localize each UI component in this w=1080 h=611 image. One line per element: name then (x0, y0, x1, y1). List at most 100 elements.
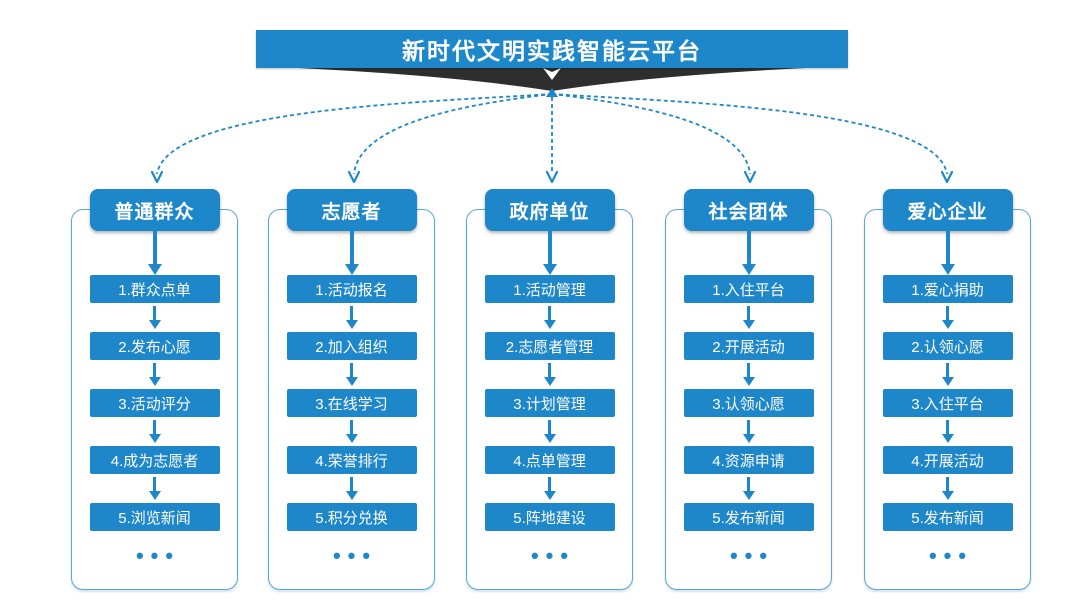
column-volunteers: 志愿者 1.活动报名 2.加入组织 3.在线学习 4.荣誉排行 5.积分兑换 •… (268, 189, 435, 590)
dashed-connector-2 (353, 93, 553, 175)
down-arrow-icon (543, 474, 556, 503)
down-arrow-icon (741, 231, 756, 275)
flow-step-label: 1.爱心捐助 (911, 281, 984, 299)
column-caring-enterprises: 爱心企业 1.爱心捐助 2.认领心愿 3.入住平台 4.开展活动 5.发布新闻 … (864, 189, 1031, 590)
flow-step: 2.认领心愿 (882, 332, 1013, 360)
dashed-connector-5 (551, 93, 948, 175)
flow-step-label: 2.志愿者管理 (505, 338, 594, 356)
flow-step-label: 1.入住平台 (712, 281, 785, 299)
down-arrow-icon (148, 417, 161, 446)
arrowhead-icon (940, 170, 954, 184)
flow-step: 5.浏览新闻 (89, 503, 220, 531)
ellipsis-dots: ••• (729, 543, 775, 568)
connector-layer (150, 66, 954, 184)
connector-arrowheads (150, 170, 954, 184)
down-arrow-icon (941, 360, 954, 389)
column-header-label: 政府单位 (509, 201, 590, 223)
flow-step-label: 3.入住平台 (911, 395, 984, 413)
down-arrow-icon (148, 360, 161, 389)
column-header-label: 爱心企业 (907, 201, 988, 223)
arrowhead-icon (545, 170, 559, 184)
down-arrow-icon (543, 417, 556, 446)
white-down-arrow-icon (543, 68, 561, 80)
flow-step-label: 4.荣誉排行 (315, 452, 388, 470)
dashed-connector-1 (156, 93, 553, 175)
flow-step-label: 1.活动报名 (315, 281, 388, 299)
down-arrow-icon (148, 303, 161, 332)
down-arrow-icon (148, 474, 161, 503)
ellipsis-dots: ••• (332, 543, 378, 568)
flow-step-label: 1.活动管理 (513, 281, 586, 299)
flow-step-label: 2.发布心愿 (118, 338, 191, 356)
down-arrow-icon (542, 231, 557, 275)
flow-step: 5.阵地建设 (484, 503, 615, 531)
down-arrow-icon (742, 417, 755, 446)
flow-step-label: 1.群众点单 (118, 281, 191, 299)
flow-step-label: 2.开展活动 (712, 338, 785, 356)
down-arrow-icon (345, 303, 358, 332)
down-arrow-icon (147, 231, 162, 275)
flow-step: 1.群众点单 (89, 275, 220, 303)
flow-step-label: 5.发布新闻 (712, 509, 785, 527)
column-header-label: 社会团体 (708, 201, 789, 223)
down-arrow-icon (344, 231, 359, 275)
flow-step-label: 3.在线学习 (315, 395, 388, 413)
flow-step: 1.活动管理 (484, 275, 615, 303)
down-arrow-icon (742, 360, 755, 389)
flow-step: 1.爱心捐助 (882, 275, 1013, 303)
flow-step-label: 3.活动评分 (118, 395, 191, 413)
flow-step: 4.成为志愿者 (89, 446, 220, 474)
down-arrow-icon (345, 474, 358, 503)
column-header: 爱心企业 (882, 189, 1013, 231)
flow-step-label: 2.认领心愿 (911, 338, 984, 356)
flow-step-label: 4.开展活动 (911, 452, 984, 470)
flow-step-label: 5.浏览新闻 (118, 509, 191, 527)
ellipsis-dots: ••• (928, 543, 974, 568)
flow-step: 4.开展活动 (882, 446, 1013, 474)
flow-step: 2.开展活动 (683, 332, 814, 360)
down-arrow-icon (941, 474, 954, 503)
column-header-label: 志愿者 (321, 201, 382, 223)
flow-step-label: 4.资源申请 (712, 452, 785, 470)
platform-title-banner: 新时代文明实践智能云平台 (256, 30, 848, 68)
ellipsis-dots: ••• (135, 543, 181, 568)
down-arrow-icon (941, 303, 954, 332)
flow-step: 2.发布心愿 (89, 332, 220, 360)
flow-step-label: 3.计划管理 (513, 395, 586, 413)
column-header: 社会团体 (683, 189, 814, 231)
flow-step: 5.积分兑换 (286, 503, 417, 531)
flow-step: 4.荣誉排行 (286, 446, 417, 474)
flow-step: 5.发布新闻 (882, 503, 1013, 531)
flow-step-label: 5.阵地建设 (513, 509, 586, 527)
platform-title: 新时代文明实践智能云平台 (402, 38, 702, 64)
flow-step-label: 5.积分兑换 (315, 509, 388, 527)
flow-step: 3.活动评分 (89, 389, 220, 417)
down-arrow-icon (941, 417, 954, 446)
down-arrow-icon (543, 303, 556, 332)
column-social-organizations: 社会团体 1.入住平台 2.开展活动 3.认领心愿 4.资源申请 5.发布新闻 … (665, 189, 832, 590)
flow-step-label: 2.加入组织 (315, 338, 388, 356)
column-government-units: 政府单位 1.活动管理 2.志愿者管理 3.计划管理 4.点单管理 5.阵地建设… (466, 189, 633, 590)
ellipsis-dots: ••• (530, 543, 576, 568)
column-header-label: 普通群众 (114, 201, 195, 223)
flow-step: 1.入住平台 (683, 275, 814, 303)
down-arrow-icon (742, 474, 755, 503)
down-arrow-icon (345, 360, 358, 389)
dashed-connector-4 (551, 93, 751, 175)
flow-step-label: 4.点单管理 (513, 452, 586, 470)
column-header: 志愿者 (286, 189, 417, 231)
flow-step: 3.在线学习 (286, 389, 417, 417)
flow-step: 4.资源申请 (683, 446, 814, 474)
arrowhead-icon (150, 170, 164, 184)
flow-step: 3.认领心愿 (683, 389, 814, 417)
flow-step: 1.活动报名 (286, 275, 417, 303)
flow-step: 4.点单管理 (484, 446, 615, 474)
flow-step: 3.计划管理 (484, 389, 615, 417)
flow-step: 2.加入组织 (286, 332, 417, 360)
column-header: 政府单位 (484, 189, 615, 231)
down-arrow-icon (543, 360, 556, 389)
flow-step-label: 5.发布新闻 (911, 509, 984, 527)
flow-step: 3.入住平台 (882, 389, 1013, 417)
arrowhead-icon (347, 170, 361, 184)
